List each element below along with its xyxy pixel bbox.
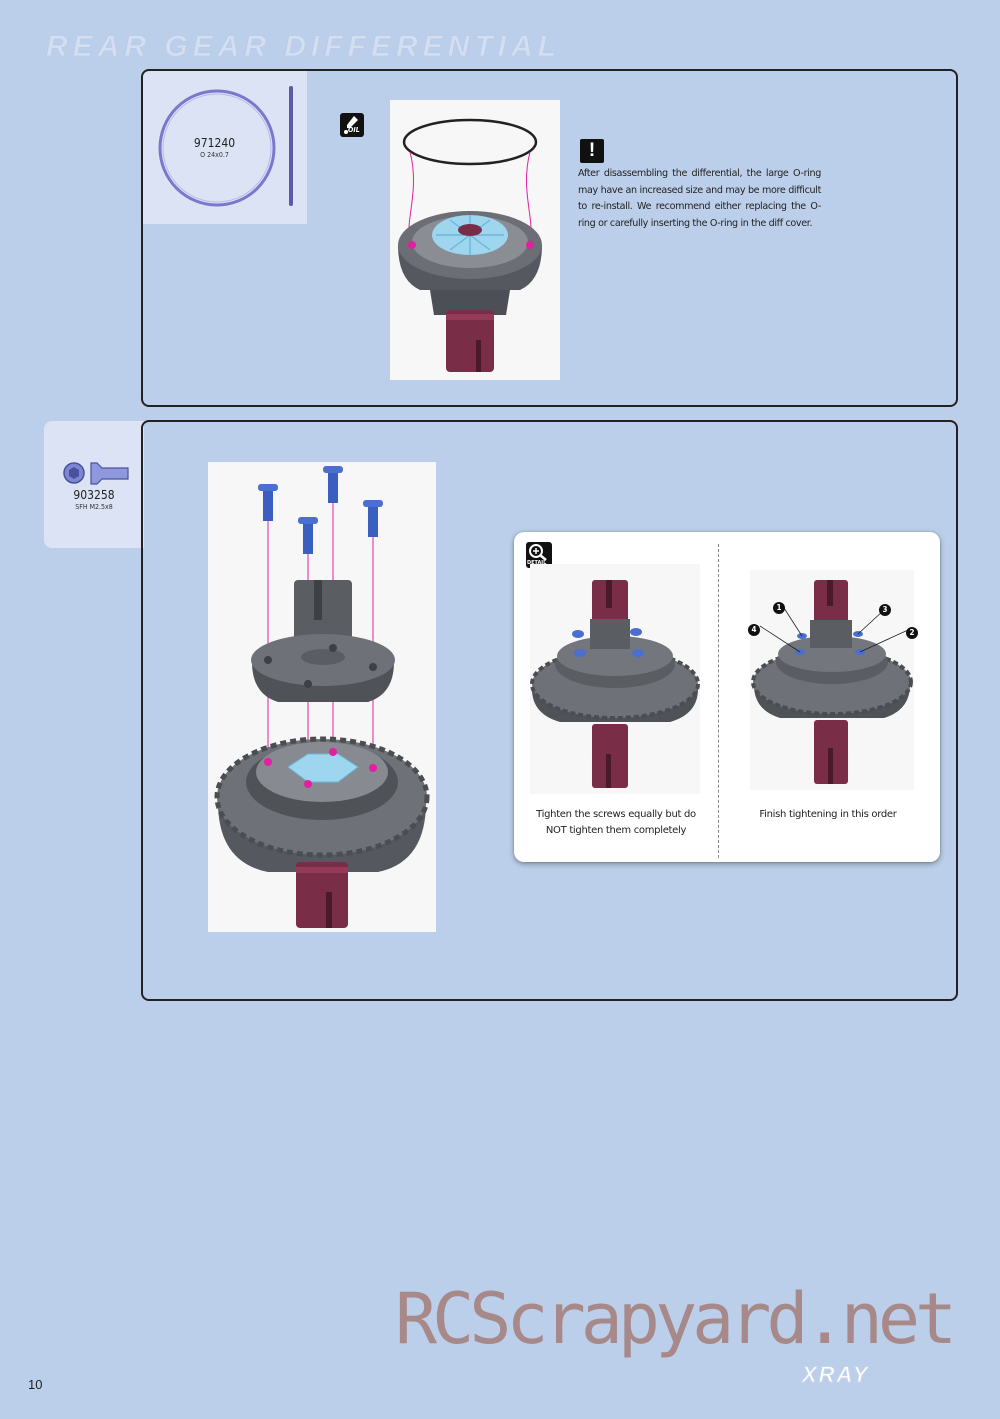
oring-part-icon — [158, 86, 293, 207]
warning-note: After disassembling the differential, th… — [578, 168, 821, 229]
part-size: O 24x0.7 — [200, 151, 229, 159]
oil-drop-icon: OIL — [340, 113, 364, 137]
step-box-screws — [141, 420, 958, 1001]
detail-divider — [718, 544, 719, 858]
page-title: REAR GEAR DIFFERENTIAL — [46, 30, 561, 64]
part-tab-oring: 971240 O 24x0.7 — [142, 70, 307, 224]
detail-left-illustration — [530, 564, 700, 794]
order-marker-4: 4 — [748, 624, 760, 636]
detail-left-caption: Tighten the screws equally but do NOT ti… — [536, 809, 696, 836]
order-marker-1: 1 — [773, 602, 785, 614]
page-number: 10 — [28, 1377, 43, 1392]
magnifier-detail-icon: DETAIL — [526, 542, 552, 568]
order-marker-2: 2 — [906, 627, 918, 639]
watermark: RCScrapyard.net — [395, 1278, 957, 1360]
exclamation-icon: ! — [580, 139, 604, 163]
detail-label: DETAIL — [527, 560, 547, 566]
order-marker-3: 3 — [879, 604, 891, 616]
brand-logo: XRAY — [802, 1362, 870, 1388]
screw-part-icon — [63, 462, 129, 485]
part-tab-screw: 903258 SFH M2.5x8 — [44, 421, 144, 548]
detail-panel: DETAIL 1 3 2 4 Tighten th — [514, 532, 940, 862]
step-box-oring — [141, 69, 958, 407]
part-size: SFH M2.5x8 — [75, 503, 113, 511]
part-code: 971240 — [193, 136, 236, 150]
oil-label: OIL — [348, 126, 360, 134]
detail-right-caption: Finish tightening in this order — [759, 809, 897, 820]
part-code: 903258 — [73, 488, 115, 502]
oring-install-illustration — [390, 100, 560, 380]
screw-icon-set — [258, 466, 383, 554]
diff-assembly-illustration — [208, 462, 436, 932]
